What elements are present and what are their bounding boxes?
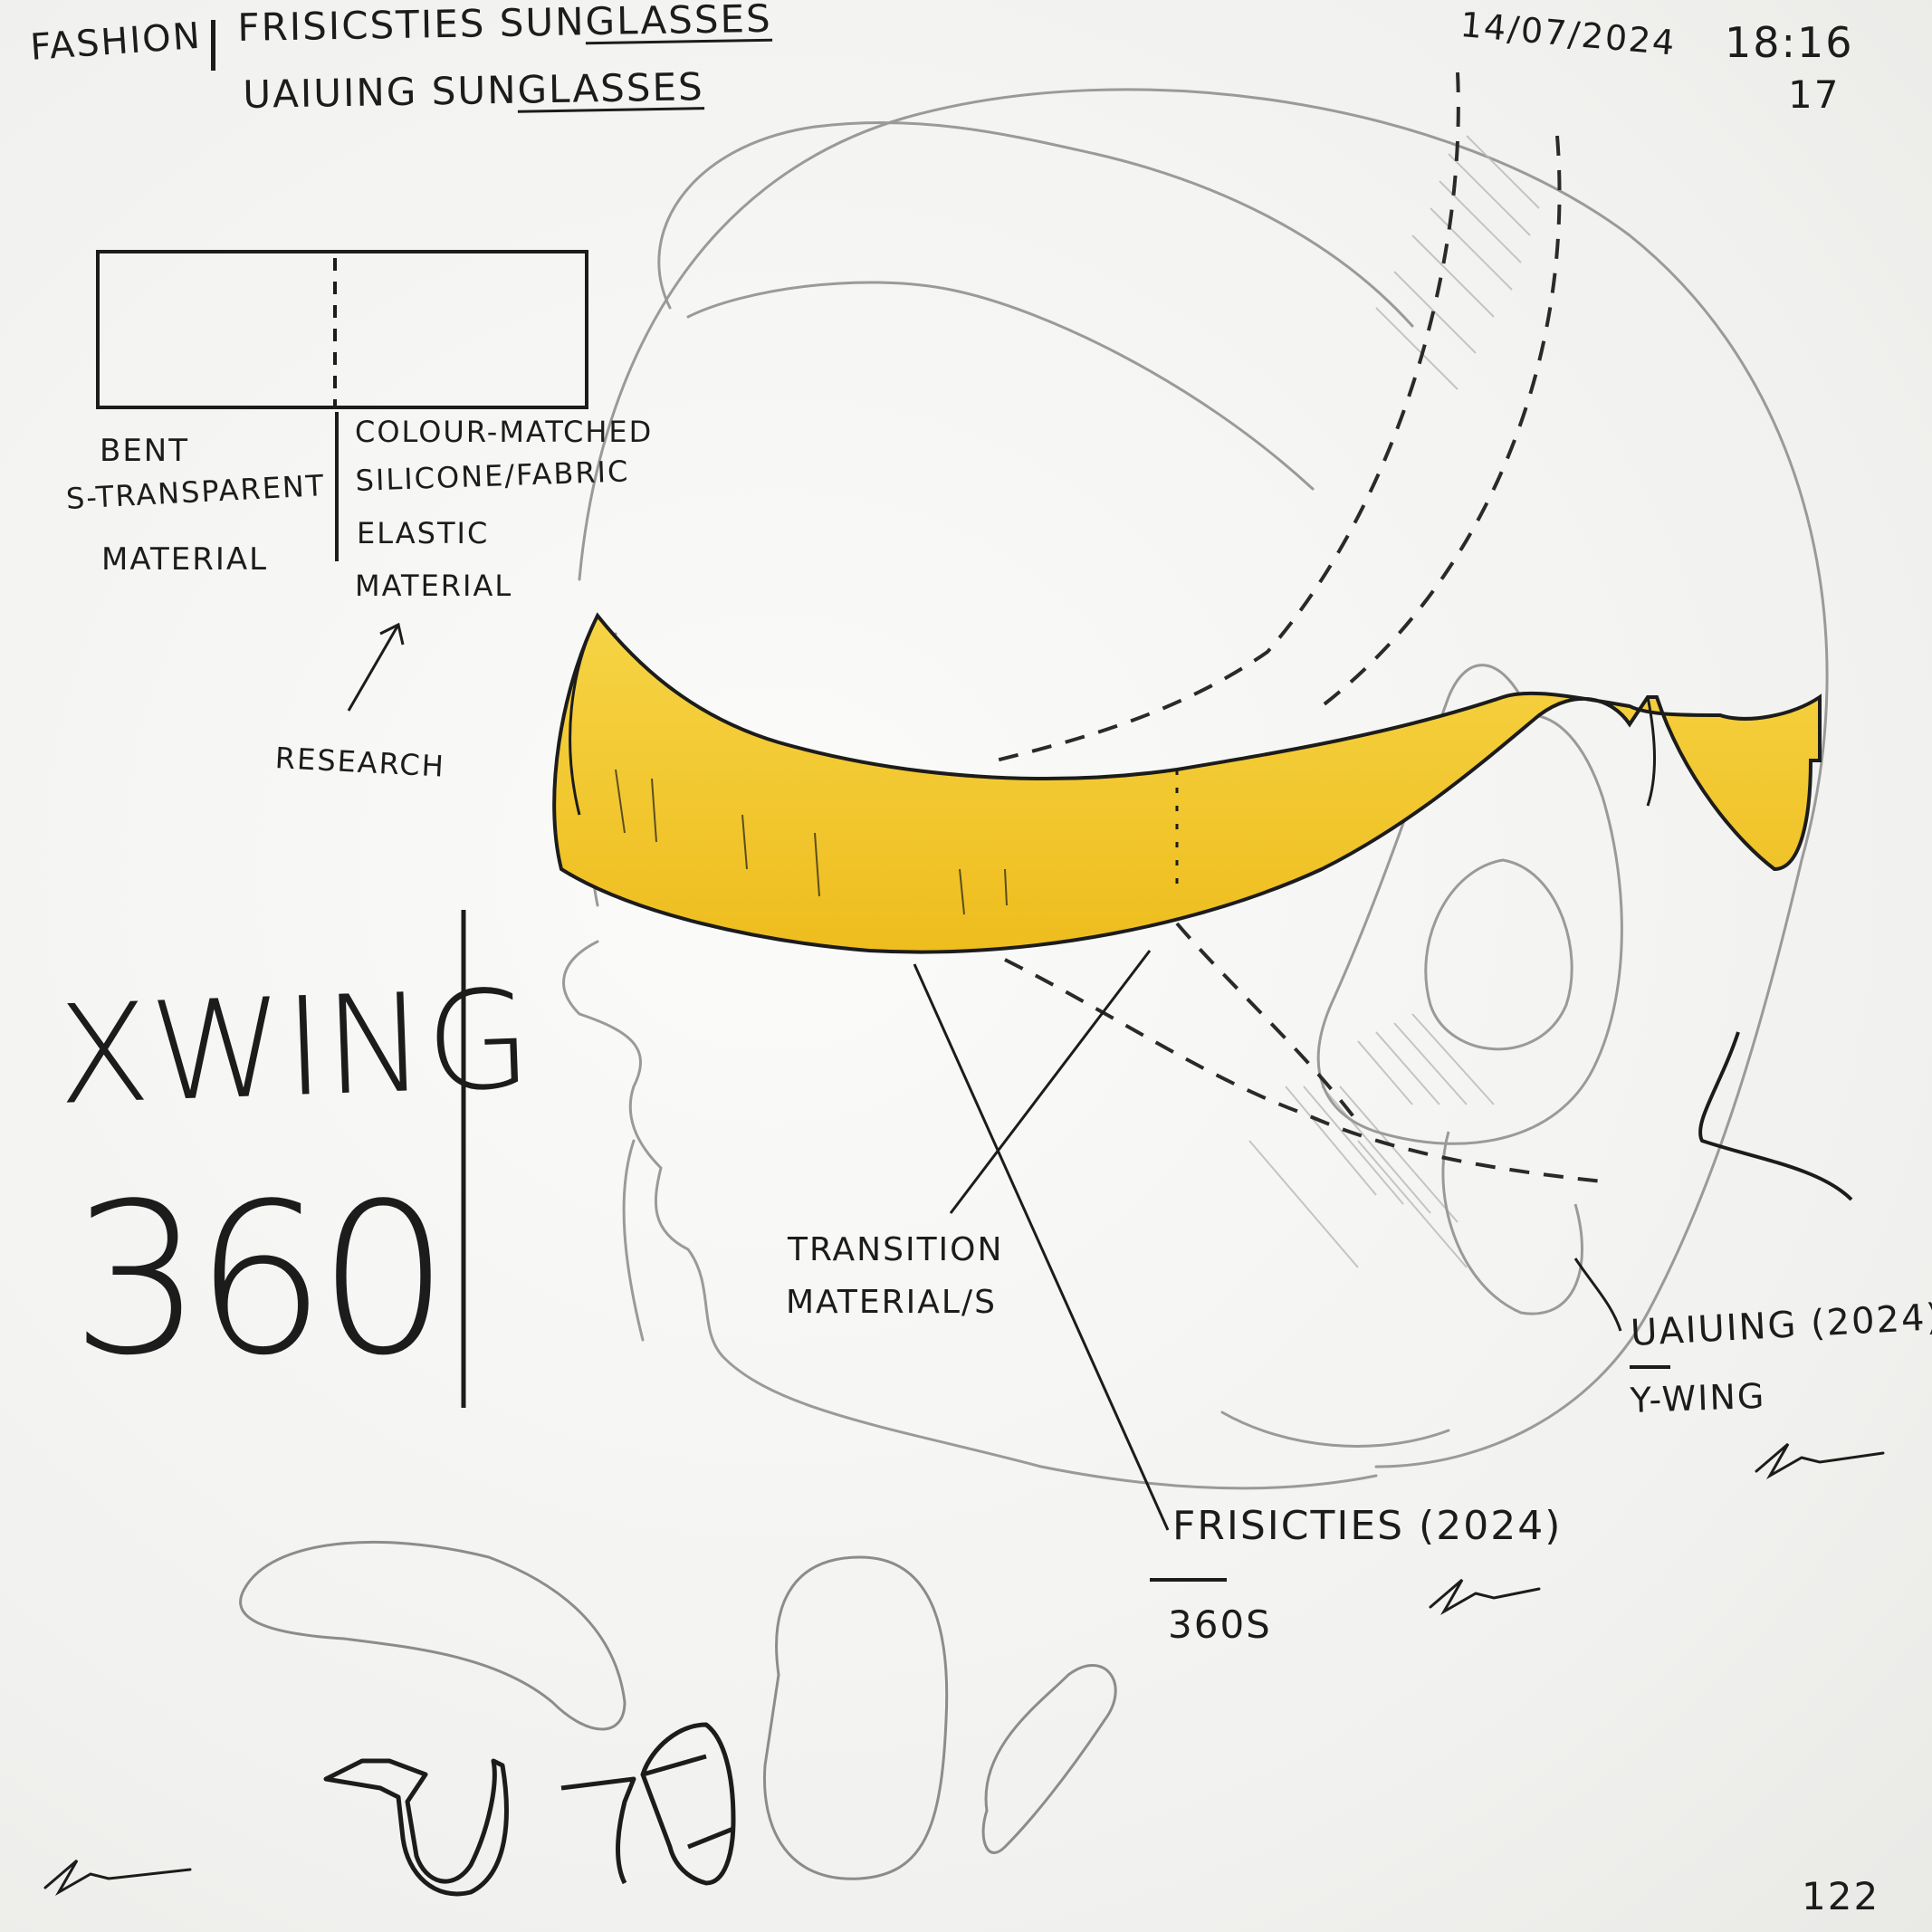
yellow-band <box>554 616 1820 952</box>
page-number: 122 <box>1802 1874 1879 1918</box>
title-line-2: UAIUING SUNGLASSES <box>243 64 704 117</box>
dashed-strap-outline <box>996 72 1602 1181</box>
title-line-1-prefix: FRISICSTIES SUN <box>237 0 586 50</box>
title-line-2-suffix: GLASSES <box>517 64 704 112</box>
transition-label-line-2: MATERIAL/S <box>786 1284 997 1321</box>
chevron-mark <box>1700 1032 1851 1200</box>
material-right-line-1: COLOUR-MATCHED <box>355 415 653 449</box>
title-line-1-suffix: GLASSES <box>585 0 772 43</box>
material-right-line-3: ELASTIC <box>357 516 489 550</box>
signature-marks <box>45 1444 1883 1892</box>
sheet-number: 17 <box>1788 72 1840 117</box>
ywing-label: Y-WING <box>1630 1376 1766 1420</box>
shape-explorations <box>241 1542 1116 1879</box>
transition-label-line-1: TRANSITION <box>788 1231 1003 1268</box>
project-number: 360 <box>71 1177 441 1385</box>
material-right-line-4: MATERIAL <box>355 569 512 603</box>
project-name: XWING <box>54 961 534 1135</box>
sketch-time: 18:16 <box>1725 18 1854 67</box>
material-left-line-1: BENT <box>100 433 189 469</box>
model-360s-label: 360S <box>1168 1602 1272 1647</box>
material-left-line-3: MATERIAL <box>101 541 268 578</box>
ink-shape-explorations <box>326 1725 733 1894</box>
title-line-2-prefix: UAIUING SUN <box>243 68 518 117</box>
frisicties-label: FRISICTIES (2024) <box>1172 1503 1562 1549</box>
header-divider <box>211 20 215 71</box>
